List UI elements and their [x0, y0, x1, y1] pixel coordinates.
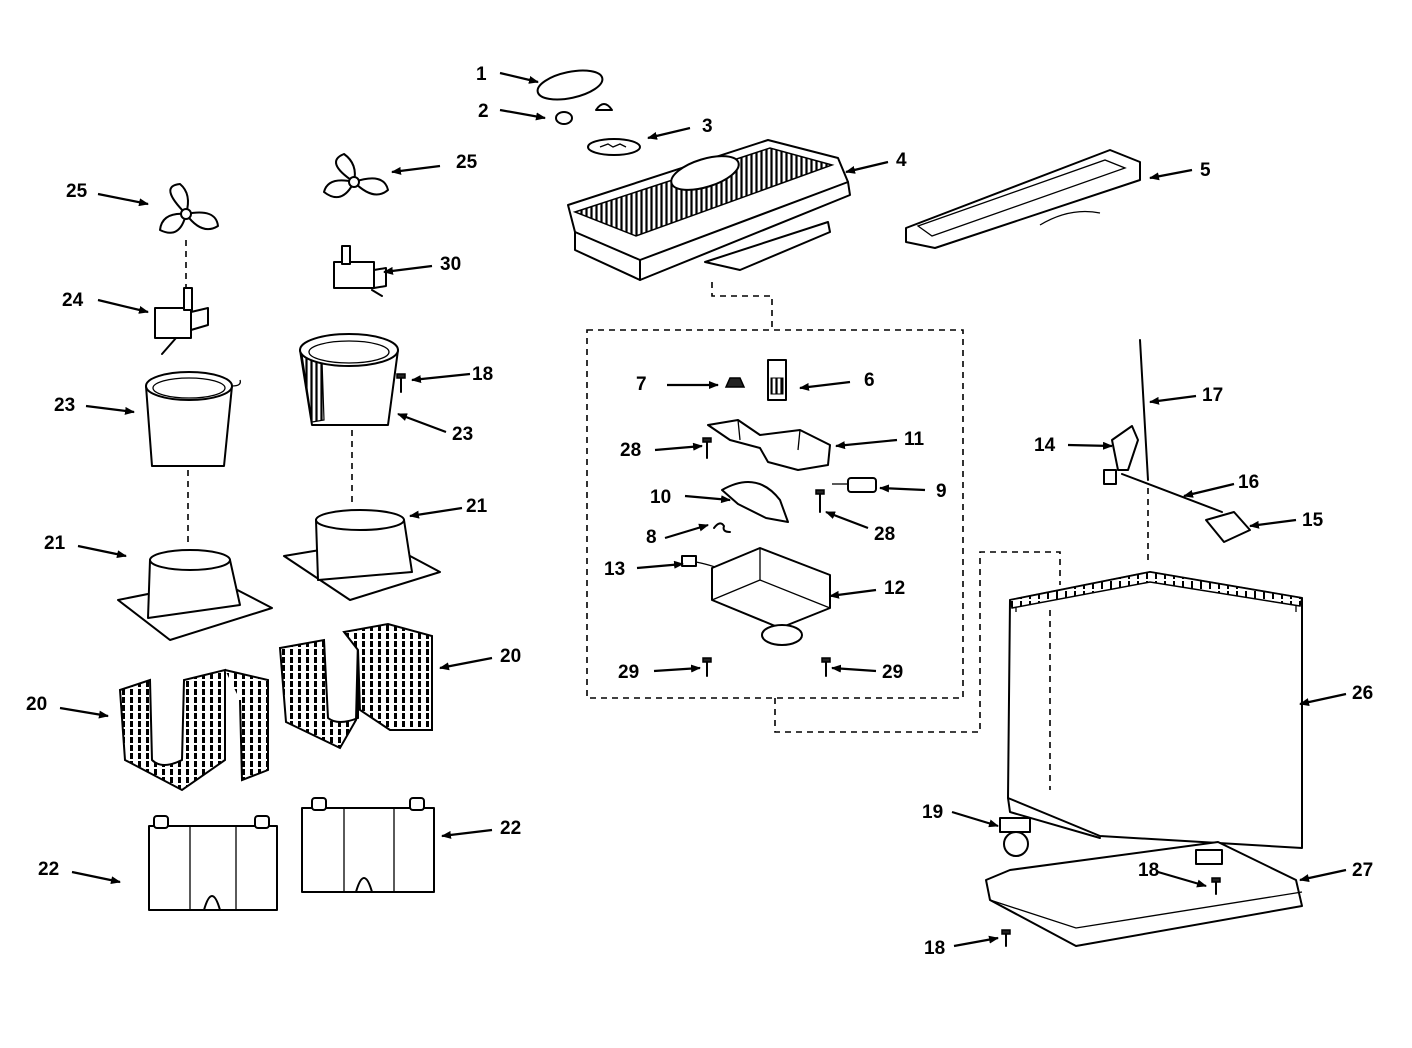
callout-5: 5 [1200, 160, 1211, 181]
callout-21-left: 21 [44, 533, 66, 554]
leader-top-cover [711, 282, 773, 330]
part-29-screw-right [821, 657, 831, 677]
part-16-float-arm [1121, 473, 1223, 513]
callout-25-right: 25 [456, 152, 478, 173]
part-30-motor-right [333, 245, 387, 297]
part-23-bucket-left [145, 371, 241, 467]
callout-labels: 1 2 3 4 5 6 7 8 9 10 11 12 13 14 15 16 1… [26, 64, 1373, 959]
part-22-reservoir-right [301, 797, 435, 893]
part-18-screw-base-left [1001, 929, 1011, 947]
callout-14: 14 [1034, 435, 1056, 456]
part-8-clip [713, 522, 731, 533]
callout-21-right: 21 [466, 496, 488, 517]
callout-16: 16 [1238, 472, 1259, 493]
part-20-filter-right [278, 622, 433, 750]
part-19-caster [999, 817, 1031, 857]
part-7-nut [724, 377, 746, 388]
part-27-base [985, 841, 1303, 947]
subassembly-frame [586, 329, 964, 699]
callout-3: 3 [702, 116, 713, 137]
callout-27: 27 [1352, 860, 1373, 881]
part-18-screw-middle [396, 373, 406, 393]
part-28-screw-lower [815, 489, 825, 513]
part-20-filter-left [118, 668, 269, 792]
part-23-bucket-right [299, 333, 399, 426]
callout-22-right: 22 [500, 818, 521, 839]
part-3-dial [587, 138, 641, 156]
part-18-screw-base-right [1211, 877, 1221, 895]
part-9-connector [832, 477, 877, 493]
callout-28-lower: 28 [874, 524, 895, 545]
part-6-switch [767, 359, 787, 401]
part-22-reservoir-left [148, 815, 278, 911]
callout-19: 19 [922, 802, 943, 823]
part-11-bracket [707, 419, 831, 471]
part-15-float [1205, 511, 1251, 543]
part-25-fan-blade-left [159, 183, 219, 234]
callout-17: 17 [1202, 385, 1223, 406]
part-24-motor-left [154, 287, 209, 355]
callout-22-left: 22 [38, 859, 59, 880]
callout-4: 4 [896, 150, 907, 171]
part-1-cap [536, 69, 604, 101]
part-21-duct-left [117, 549, 273, 641]
callout-9: 9 [936, 481, 947, 502]
part-2-knobs [555, 103, 613, 125]
part-29-screw-left [702, 657, 712, 677]
callout-24: 24 [62, 290, 84, 311]
part-14-float-bracket [1103, 425, 1139, 485]
callout-10: 10 [650, 487, 671, 508]
part-12-housing [711, 547, 831, 646]
part-21-duct-right [283, 509, 441, 601]
callout-1: 1 [476, 64, 487, 85]
callout-23-right: 23 [452, 424, 473, 445]
leader-arrows [59, 71, 1347, 948]
part-17-rod [1139, 339, 1149, 481]
callout-29-right: 29 [882, 662, 903, 683]
callout-15: 15 [1302, 510, 1324, 531]
callout-20-right: 20 [500, 646, 521, 667]
callout-23-left: 23 [54, 395, 75, 416]
callout-11: 11 [904, 429, 925, 450]
callout-13: 13 [604, 559, 625, 580]
part-4-top-cover [567, 139, 851, 281]
callout-30: 30 [440, 254, 461, 275]
callout-7: 7 [636, 374, 647, 395]
part-10-baffle [721, 481, 789, 523]
callout-18-base-left: 18 [924, 938, 945, 959]
part-5-control-panel [905, 149, 1141, 249]
callout-28-upper: 28 [620, 440, 641, 461]
callout-6: 6 [864, 370, 875, 391]
callout-20-left: 20 [26, 694, 47, 715]
part-25-fan-blade-right [323, 153, 389, 199]
callout-26: 26 [1352, 683, 1373, 704]
callout-29-left: 29 [618, 662, 639, 683]
callout-2: 2 [478, 101, 489, 122]
callout-8: 8 [646, 527, 657, 548]
part-28-screw-upper [702, 437, 712, 459]
callout-25-left: 25 [66, 181, 88, 202]
callout-18-base-right: 18 [1138, 860, 1159, 881]
part-26-cabinet [1007, 571, 1303, 849]
callout-12: 12 [884, 578, 905, 599]
callout-18-middle: 18 [472, 364, 493, 385]
